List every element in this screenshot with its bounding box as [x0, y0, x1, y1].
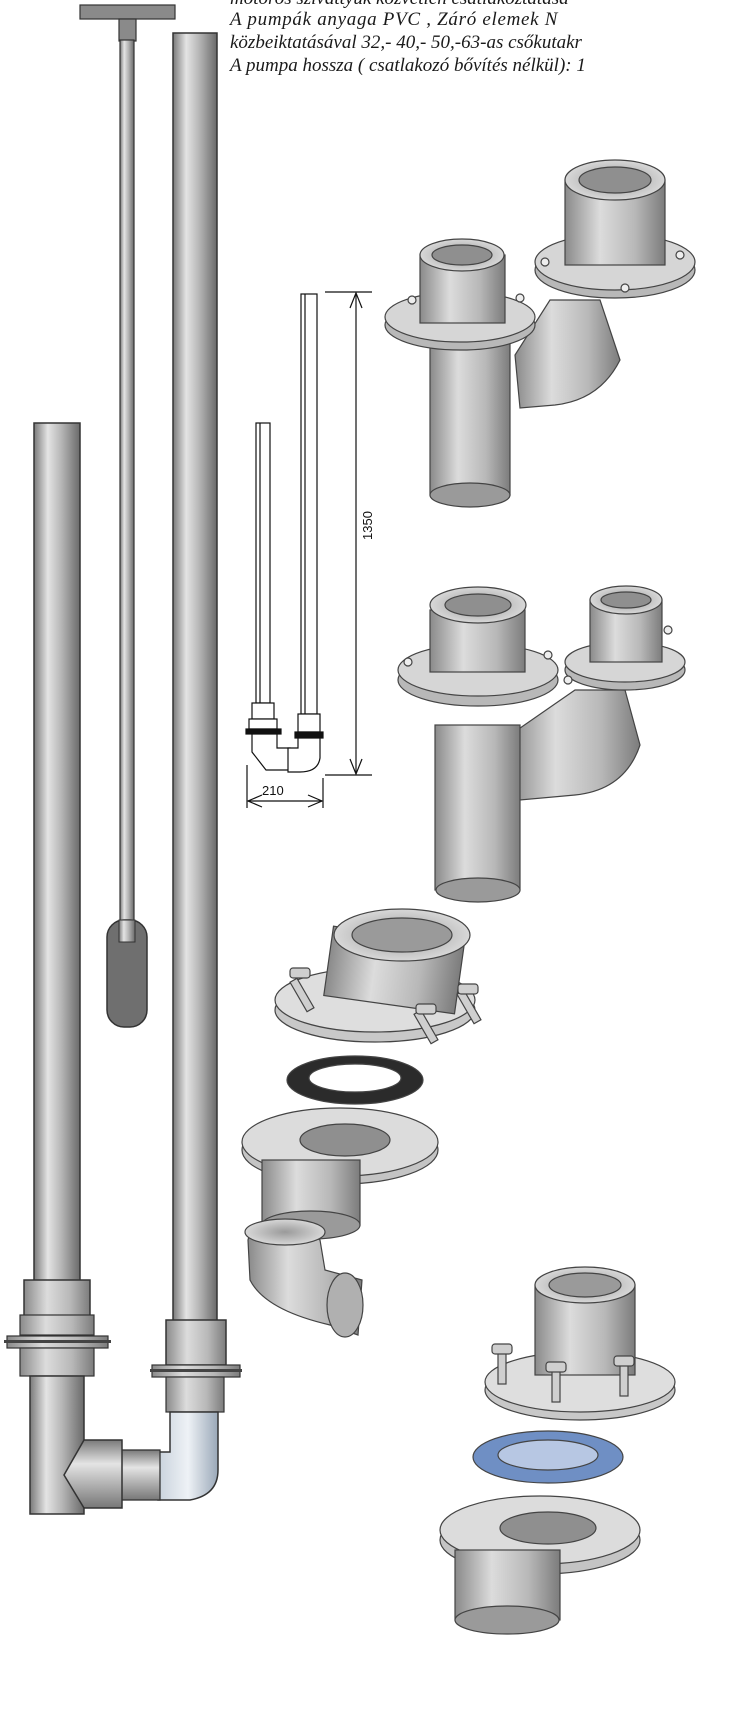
plunger-rod [119, 39, 135, 926]
dimension-height: 1350 [360, 511, 375, 540]
fitting-render-top [384, 159, 696, 508]
elbow-connector [157, 1411, 219, 1501]
text-line-3: A pumpa hossza ( csatlakozó bővítés nélk… [230, 55, 586, 76]
tall-pipe-right [172, 32, 218, 1324]
exploded-parts-left [241, 908, 482, 1338]
text-line-2: közbeiktatásával 32,- 40,- 50,-63-as cső… [230, 32, 582, 53]
text-line-0: motoros szivattyúk közvetlen csatlakozta… [230, 0, 569, 10]
valve-body-right [165, 1319, 227, 1366]
dimension-drawing [245, 291, 372, 808]
dimension-width: 210 [262, 783, 284, 798]
exploded-parts-right [439, 1266, 676, 1635]
pump-assembly-drawing [4, 4, 242, 1515]
t-handle [79, 4, 176, 20]
fitting-render-middle [397, 585, 686, 903]
text-line-1: A pumpák anyaga PVC , Záró elemek N [230, 9, 559, 30]
tall-pipe-left [33, 422, 81, 1284]
